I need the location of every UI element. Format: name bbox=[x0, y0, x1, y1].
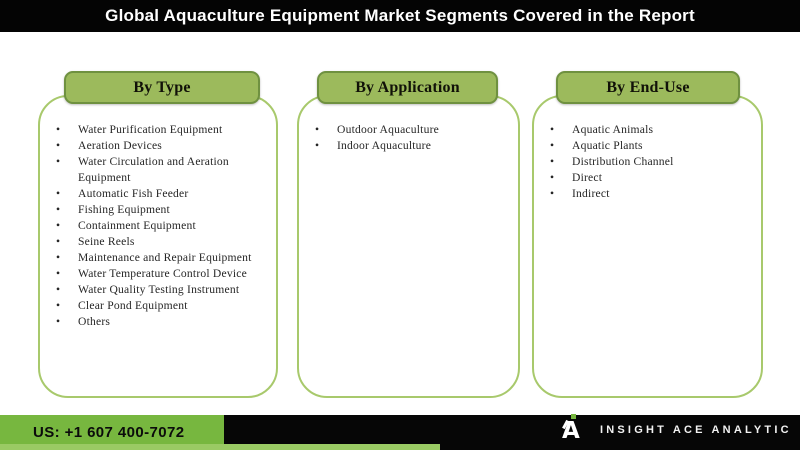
phone-number: US: +1 607 400-7072 bbox=[33, 424, 185, 441]
list-item: Aquatic Plants bbox=[548, 138, 753, 154]
column-title: By Type bbox=[133, 78, 191, 96]
brand-name: INSIGHT ACE ANALYTIC bbox=[600, 423, 792, 436]
logo-green-dot bbox=[571, 413, 576, 419]
brand-lockup: A INSIGHT ACE ANALYTIC bbox=[558, 413, 792, 445]
segment-list-by-application: Outdoor AquacultureIndoor Aquaculture bbox=[299, 97, 518, 154]
list-item: Water Temperature Control Device bbox=[54, 266, 268, 282]
list-item: Aeration Devices bbox=[54, 138, 268, 154]
list-item: Automatic Fish Feeder bbox=[54, 186, 268, 202]
footer-accent-strip bbox=[0, 444, 440, 450]
list-item: Indirect bbox=[548, 186, 753, 202]
column-header-by-end-use: By End-Use bbox=[556, 71, 740, 104]
segment-list-by-end-use: Aquatic AnimalsAquatic PlantsDistributio… bbox=[534, 97, 761, 202]
segment-column-by-type: By Type Water Purification EquipmentAera… bbox=[38, 0, 278, 450]
list-item: Direct bbox=[548, 170, 753, 186]
list-item: Water Purification Equipment bbox=[54, 122, 268, 138]
column-header-by-type: By Type bbox=[64, 71, 260, 104]
segment-box-by-end-use: Aquatic AnimalsAquatic PlantsDistributio… bbox=[532, 95, 763, 398]
list-item: Maintenance and Repair Equipment bbox=[54, 250, 268, 266]
segment-column-by-application: By Application Outdoor AquacultureIndoor… bbox=[297, 0, 520, 450]
list-item: Containment Equipment bbox=[54, 218, 268, 234]
insight-ace-logo-icon: A bbox=[558, 413, 588, 445]
page-title: Global Aquaculture Equipment Market Segm… bbox=[105, 6, 695, 25]
list-item: Clear Pond Equipment bbox=[54, 298, 268, 314]
list-item: Water Circulation and Aeration Equipment bbox=[54, 154, 268, 186]
segment-column-by-end-use: By End-Use Aquatic AnimalsAquatic Plants… bbox=[532, 0, 763, 450]
footer-bar: US: +1 607 400-7072 A INSIGHT ACE ANALYT… bbox=[0, 413, 800, 450]
segment-box-by-application: Outdoor AquacultureIndoor Aquaculture bbox=[297, 95, 520, 398]
list-item: Fishing Equipment bbox=[54, 202, 268, 218]
list-item: Indoor Aquaculture bbox=[313, 138, 510, 154]
column-header-by-application: By Application bbox=[317, 71, 498, 104]
segment-list-by-type: Water Purification EquipmentAeration Dev… bbox=[40, 97, 276, 330]
column-title: By End-Use bbox=[606, 78, 690, 96]
column-title: By Application bbox=[355, 78, 460, 96]
title-bar: Global Aquaculture Equipment Market Segm… bbox=[0, 0, 800, 32]
logo-letter-a: A bbox=[562, 417, 580, 444]
list-item: Outdoor Aquaculture bbox=[313, 122, 510, 138]
list-item: Water Quality Testing Instrument bbox=[54, 282, 268, 298]
segment-box-by-type: Water Purification EquipmentAeration Dev… bbox=[38, 95, 278, 398]
list-item: Aquatic Animals bbox=[548, 122, 753, 138]
list-item: Seine Reels bbox=[54, 234, 268, 250]
list-item: Others bbox=[54, 314, 268, 330]
list-item: Distribution Channel bbox=[548, 154, 753, 170]
